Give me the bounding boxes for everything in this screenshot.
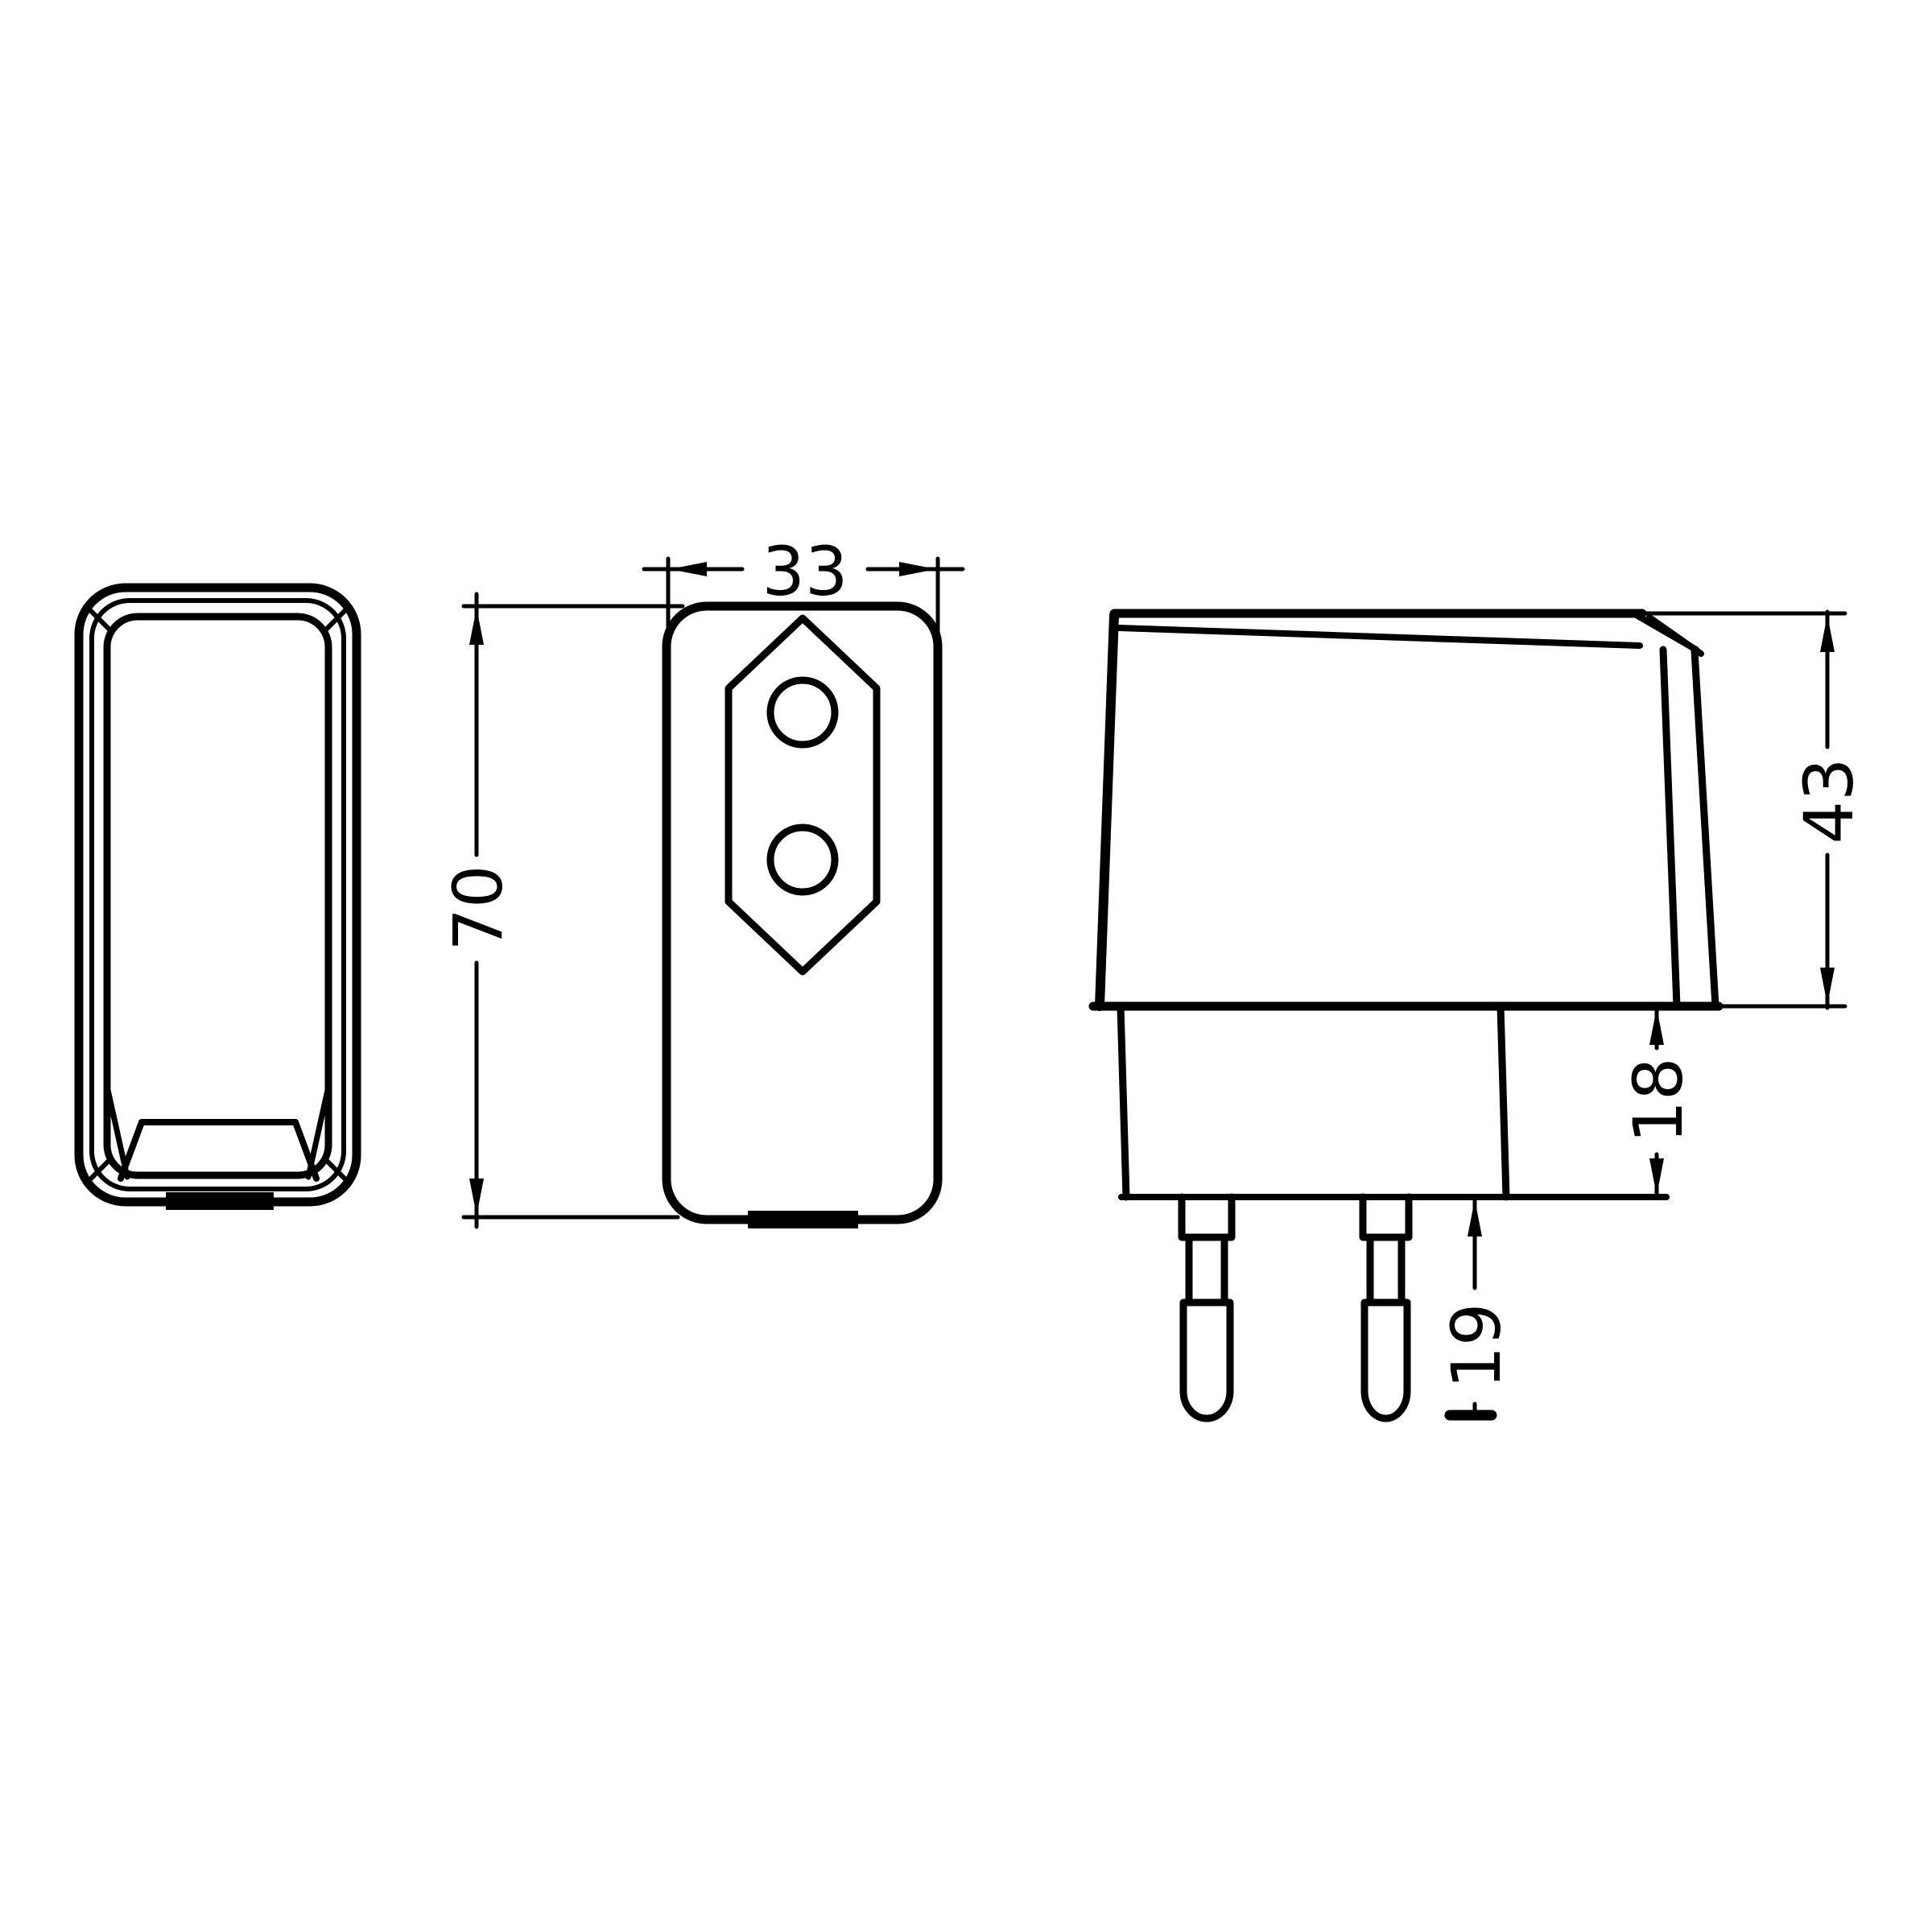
dimension-label-side-body-height: 43	[1790, 758, 1868, 844]
dimension-pin-length: 19	[1437, 1199, 1516, 1421]
dimension-side-base-height: 18	[1619, 1007, 1698, 1199]
arrowhead-bottom	[1820, 968, 1835, 1005]
dimension-side-body-height: 43	[1790, 609, 1868, 1010]
pin-hole-bottom	[766, 824, 839, 896]
side-view	[1088, 609, 1847, 1422]
dimension-label-front-width: 33	[762, 532, 848, 611]
base-right-edge	[1496, 1002, 1510, 1201]
arrowhead-bottom	[1649, 1158, 1664, 1195]
back-bottom-port-bar	[166, 1192, 274, 1210]
bottom-bevel-left-inner	[118, 1119, 145, 1182]
corner-seam-top-right	[322, 608, 348, 634]
corner-seam-bottom-left	[88, 1156, 114, 1182]
arrowhead-left	[670, 562, 707, 576]
front-panel-left-edge	[1659, 646, 1681, 1010]
dimension-front-height: 70	[439, 592, 685, 1229]
back-face	[103, 613, 332, 1179]
front-body	[662, 601, 943, 1224]
side-top-bevel	[1116, 625, 1643, 649]
arrowhead-right	[899, 562, 936, 576]
bottom-bevel-right-inner	[292, 1119, 320, 1182]
pin-hole-top	[766, 676, 839, 749]
arrowhead-top	[1468, 1199, 1482, 1236]
base-left-edge	[1117, 1002, 1130, 1201]
socket-recess-hexagon	[724, 614, 881, 976]
plug-pin-left	[1178, 1193, 1236, 1422]
corner-seam-top-left	[88, 608, 114, 634]
back-edge-band	[89, 598, 346, 1191]
dimension-label-pin-length: 19	[1437, 1303, 1516, 1389]
arrowhead-top	[1820, 615, 1835, 652]
front-panel-right-edge	[1690, 646, 1719, 1010]
back-outer-shell	[74, 583, 361, 1207]
arrowhead-top	[1649, 1008, 1664, 1045]
arrowhead-top	[469, 608, 484, 645]
dimension-label-side-base-height: 18	[1619, 1058, 1698, 1144]
arrowhead-bottom	[469, 1179, 484, 1216]
front-bottom-port-bar	[748, 1211, 858, 1228]
side-left-edge	[1095, 610, 1119, 1011]
plug-pin-right	[1359, 1193, 1413, 1422]
dimension-front-width: 33	[642, 532, 965, 646]
corner-seam-bottom-right	[322, 1156, 348, 1182]
front-view	[662, 601, 943, 1228]
back-view	[74, 583, 361, 1210]
dimension-label-front-height: 70	[439, 865, 518, 952]
